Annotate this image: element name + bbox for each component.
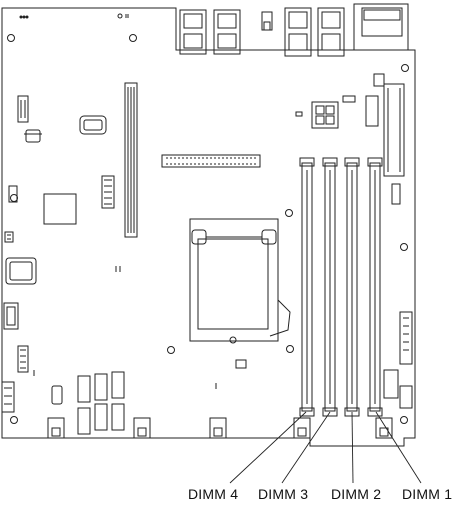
sata-connectors <box>77 371 227 439</box>
right-components <box>293 73 413 439</box>
dimm-slot-1 <box>369 162 381 412</box>
dimm-3-label: DIMM 3 <box>258 486 309 502</box>
dimm-slot-2 <box>346 162 358 412</box>
pcie-slot <box>124 82 138 238</box>
dimm-slot-3 <box>324 162 336 412</box>
dimm-slot-4 <box>301 162 313 412</box>
dimm-1-label: DIMM 1 <box>402 486 453 502</box>
horizontal-connector <box>161 154 261 168</box>
dimm-4-label: DIMM 4 <box>188 486 239 502</box>
dimm-leader-lines <box>229 411 422 484</box>
mounting-holes <box>7 34 409 424</box>
rear-io-connectors <box>179 3 409 57</box>
top-markings <box>19 13 129 19</box>
board-outline <box>1 7 416 447</box>
left-components <box>1 95 121 439</box>
dimm-2-label: DIMM 2 <box>331 486 382 502</box>
dimm-slots <box>299 157 383 417</box>
cpu-socket <box>189 218 291 369</box>
